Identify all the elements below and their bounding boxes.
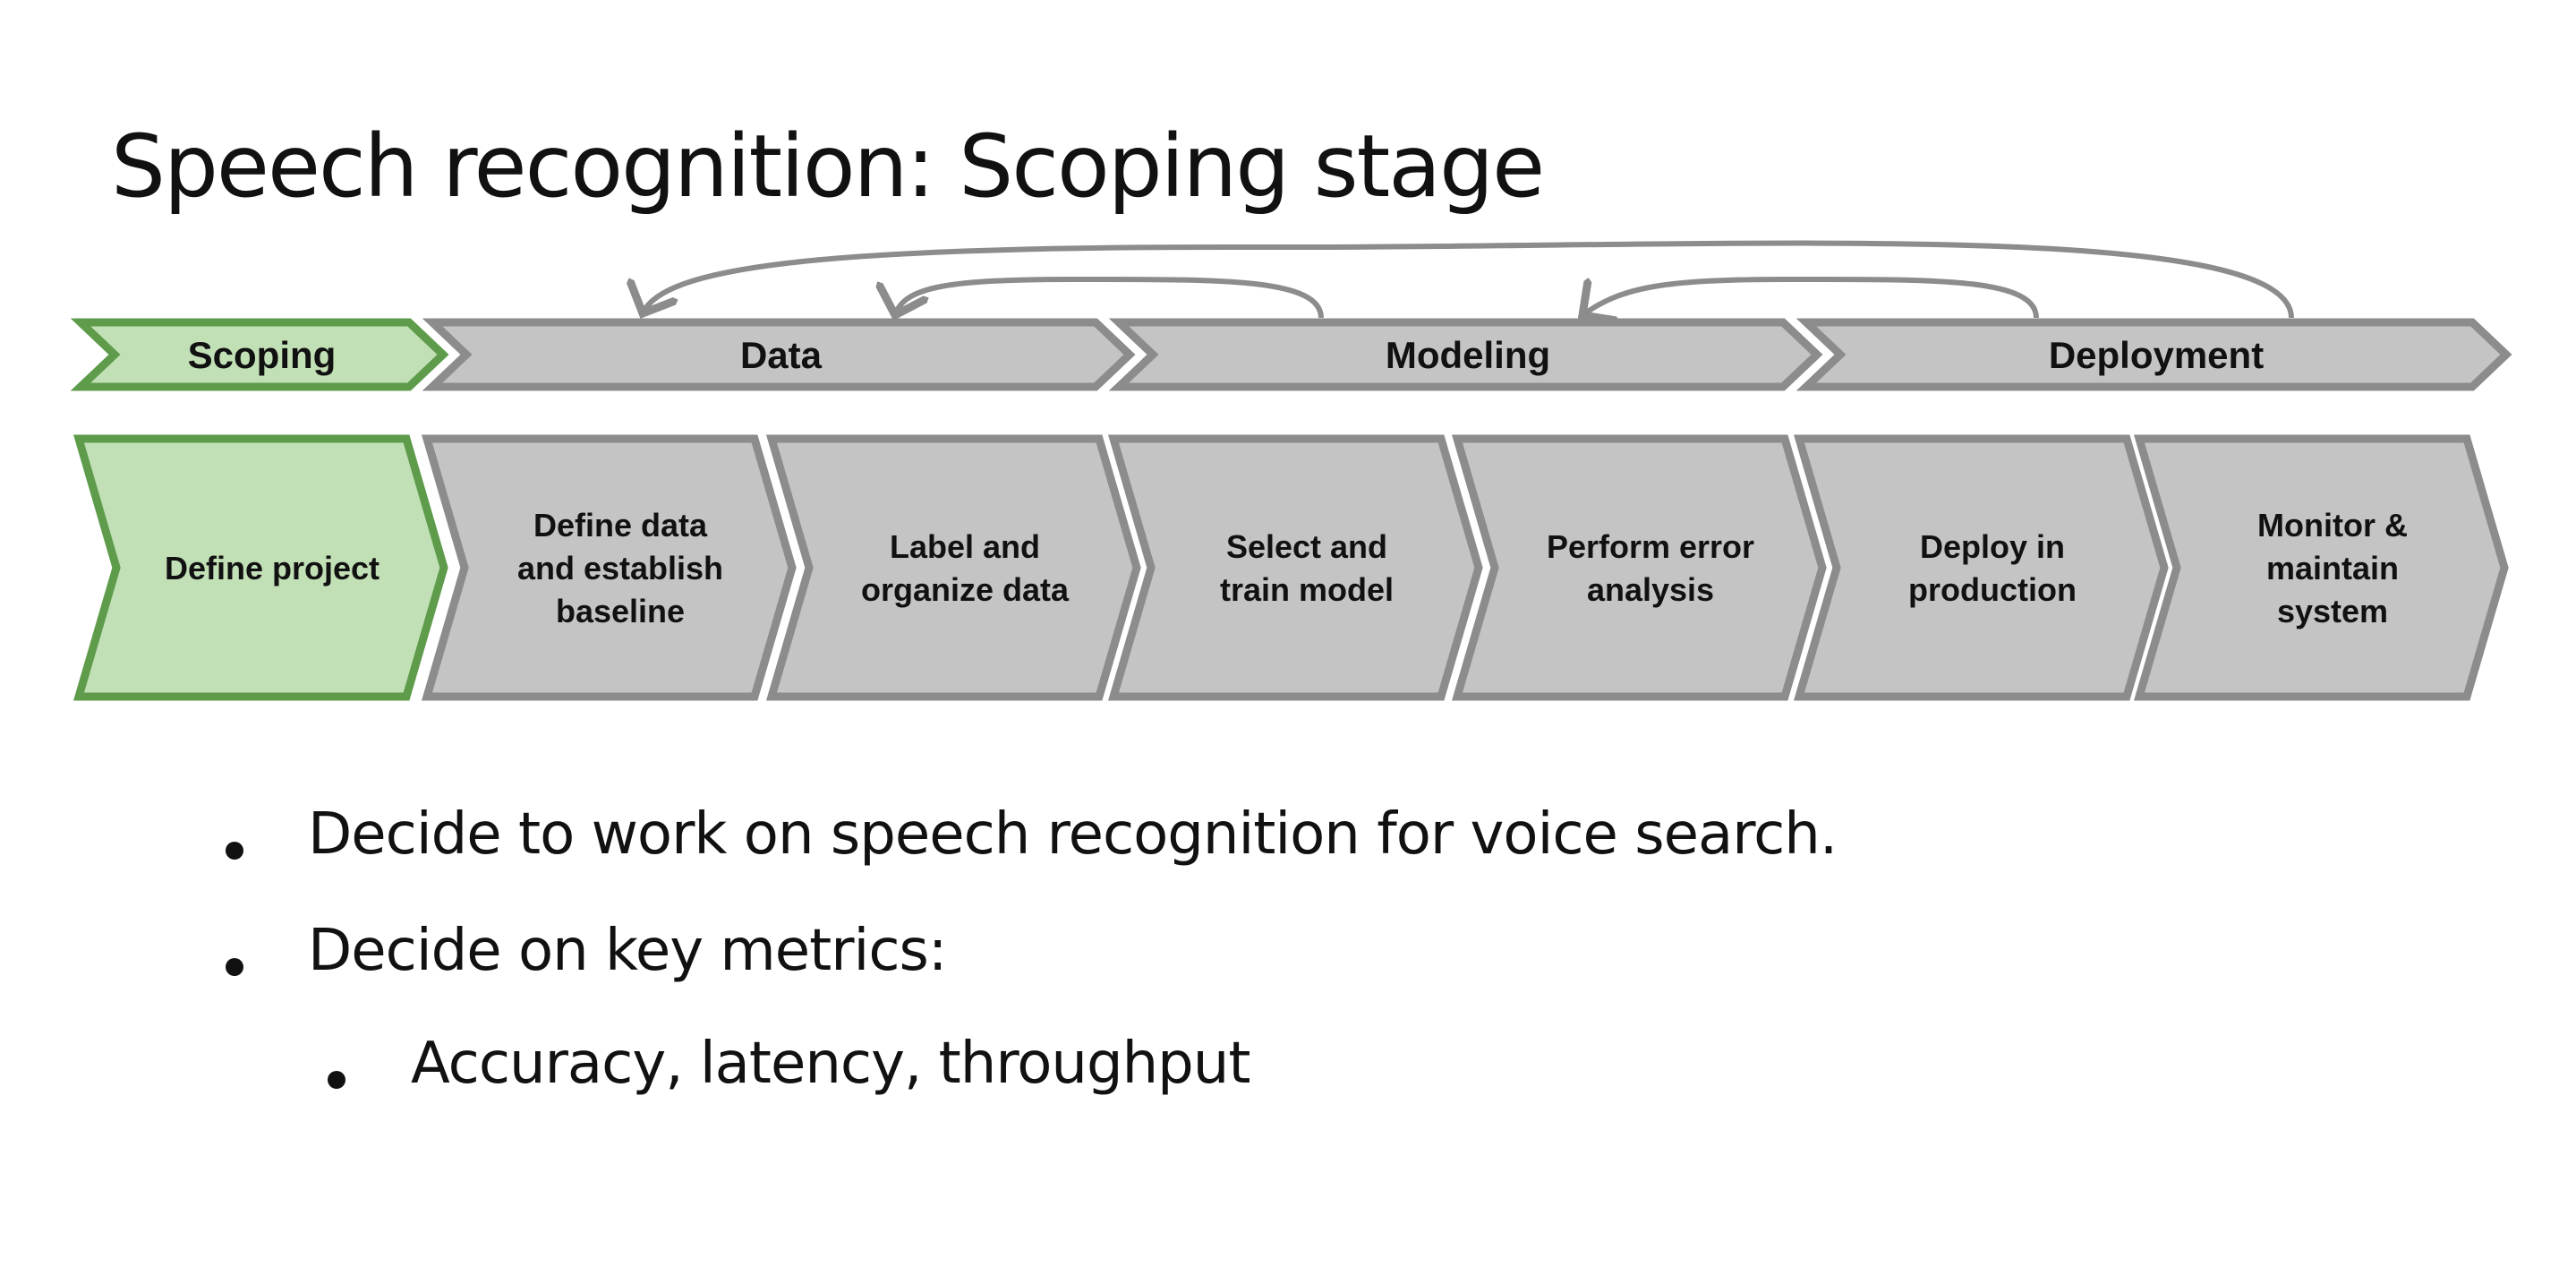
sub-bullet-item: Accuracy, latency, throughput (411, 1031, 1250, 1097)
feedback-arrow-deployment-to-data (643, 240, 2294, 318)
feedback-arrows (643, 240, 2294, 318)
step-chevron (1108, 434, 1483, 701)
step-label: train model (1220, 571, 1394, 608)
step-monitor-maintain-system: Monitor & maintain system (2134, 434, 2509, 701)
bullet-item: Decide to work on speech recognition for… (308, 801, 1838, 868)
step-chevron (1794, 434, 2169, 701)
phase-deployment: Deployment (1796, 318, 2512, 391)
step-label: Select and (1226, 528, 1387, 565)
phase-chevron (422, 318, 1136, 391)
step-label: Monitor & (2257, 507, 2408, 544)
step-chevron (422, 434, 797, 701)
step-label-and-organize-data: Label and organize data (766, 434, 1141, 701)
step-row: Define project Define data and establish ba… (73, 434, 2509, 701)
phase-label: Scoping (188, 334, 337, 376)
phase-chevron (1108, 318, 1823, 391)
step-label: system (2277, 593, 2388, 629)
bullet-dot (226, 842, 243, 860)
feedback-arrow-deployment-to-modeling (1582, 276, 2039, 318)
step-chevron (766, 434, 1141, 701)
step-label: analysis (1587, 571, 1714, 608)
phase-label: Data (740, 334, 823, 376)
step-deploy-in-production: Deploy in production (1794, 434, 2169, 701)
step-label: and establish (517, 550, 723, 586)
bullet-dot (226, 958, 243, 976)
step-label: production (1908, 571, 2077, 608)
phase-data: Data (422, 318, 1136, 391)
step-label: Deploy in (1920, 528, 2065, 565)
phase-label: Modeling (1386, 334, 1550, 376)
step-label: Define data (533, 507, 708, 544)
phase-label: Deployment (2049, 334, 2264, 376)
step-chevron (1452, 434, 1827, 701)
step-define-data-and-establish-baseline: Define data and establish baseline (422, 434, 797, 701)
step-label: baseline (556, 593, 685, 629)
phase-chevron (70, 318, 449, 391)
step-chevron (73, 434, 448, 701)
phase-chevron (1796, 318, 2512, 391)
step-perform-error-analysis: Perform error analysis (1452, 434, 1827, 701)
phase-scoping: Scoping (70, 318, 449, 391)
step-chevron (2134, 434, 2509, 701)
bullet-item: Decide on key metrics: (308, 918, 947, 984)
step-label: organize data (861, 571, 1070, 608)
sub-bullet-dot (328, 1071, 345, 1089)
step-label: maintain (2266, 550, 2399, 586)
feedback-arrow-modeling-to-data (895, 276, 1324, 318)
ml-lifecycle-diagram: Scoping Data Modeling Deployment Define pro… (70, 240, 2512, 701)
slide-title: Speech recognition: Scoping stage (111, 116, 1545, 217)
step-define-project: Define project (73, 434, 448, 701)
step-label: Define project (165, 550, 380, 586)
step-select-and-train-model: Select and train model (1108, 434, 1483, 701)
step-label: Perform error (1547, 528, 1754, 565)
step-label: Label and (890, 528, 1040, 565)
phase-modeling: Modeling (1108, 318, 1823, 391)
phase-bar: Scoping Data Modeling Deployment (70, 318, 2512, 391)
